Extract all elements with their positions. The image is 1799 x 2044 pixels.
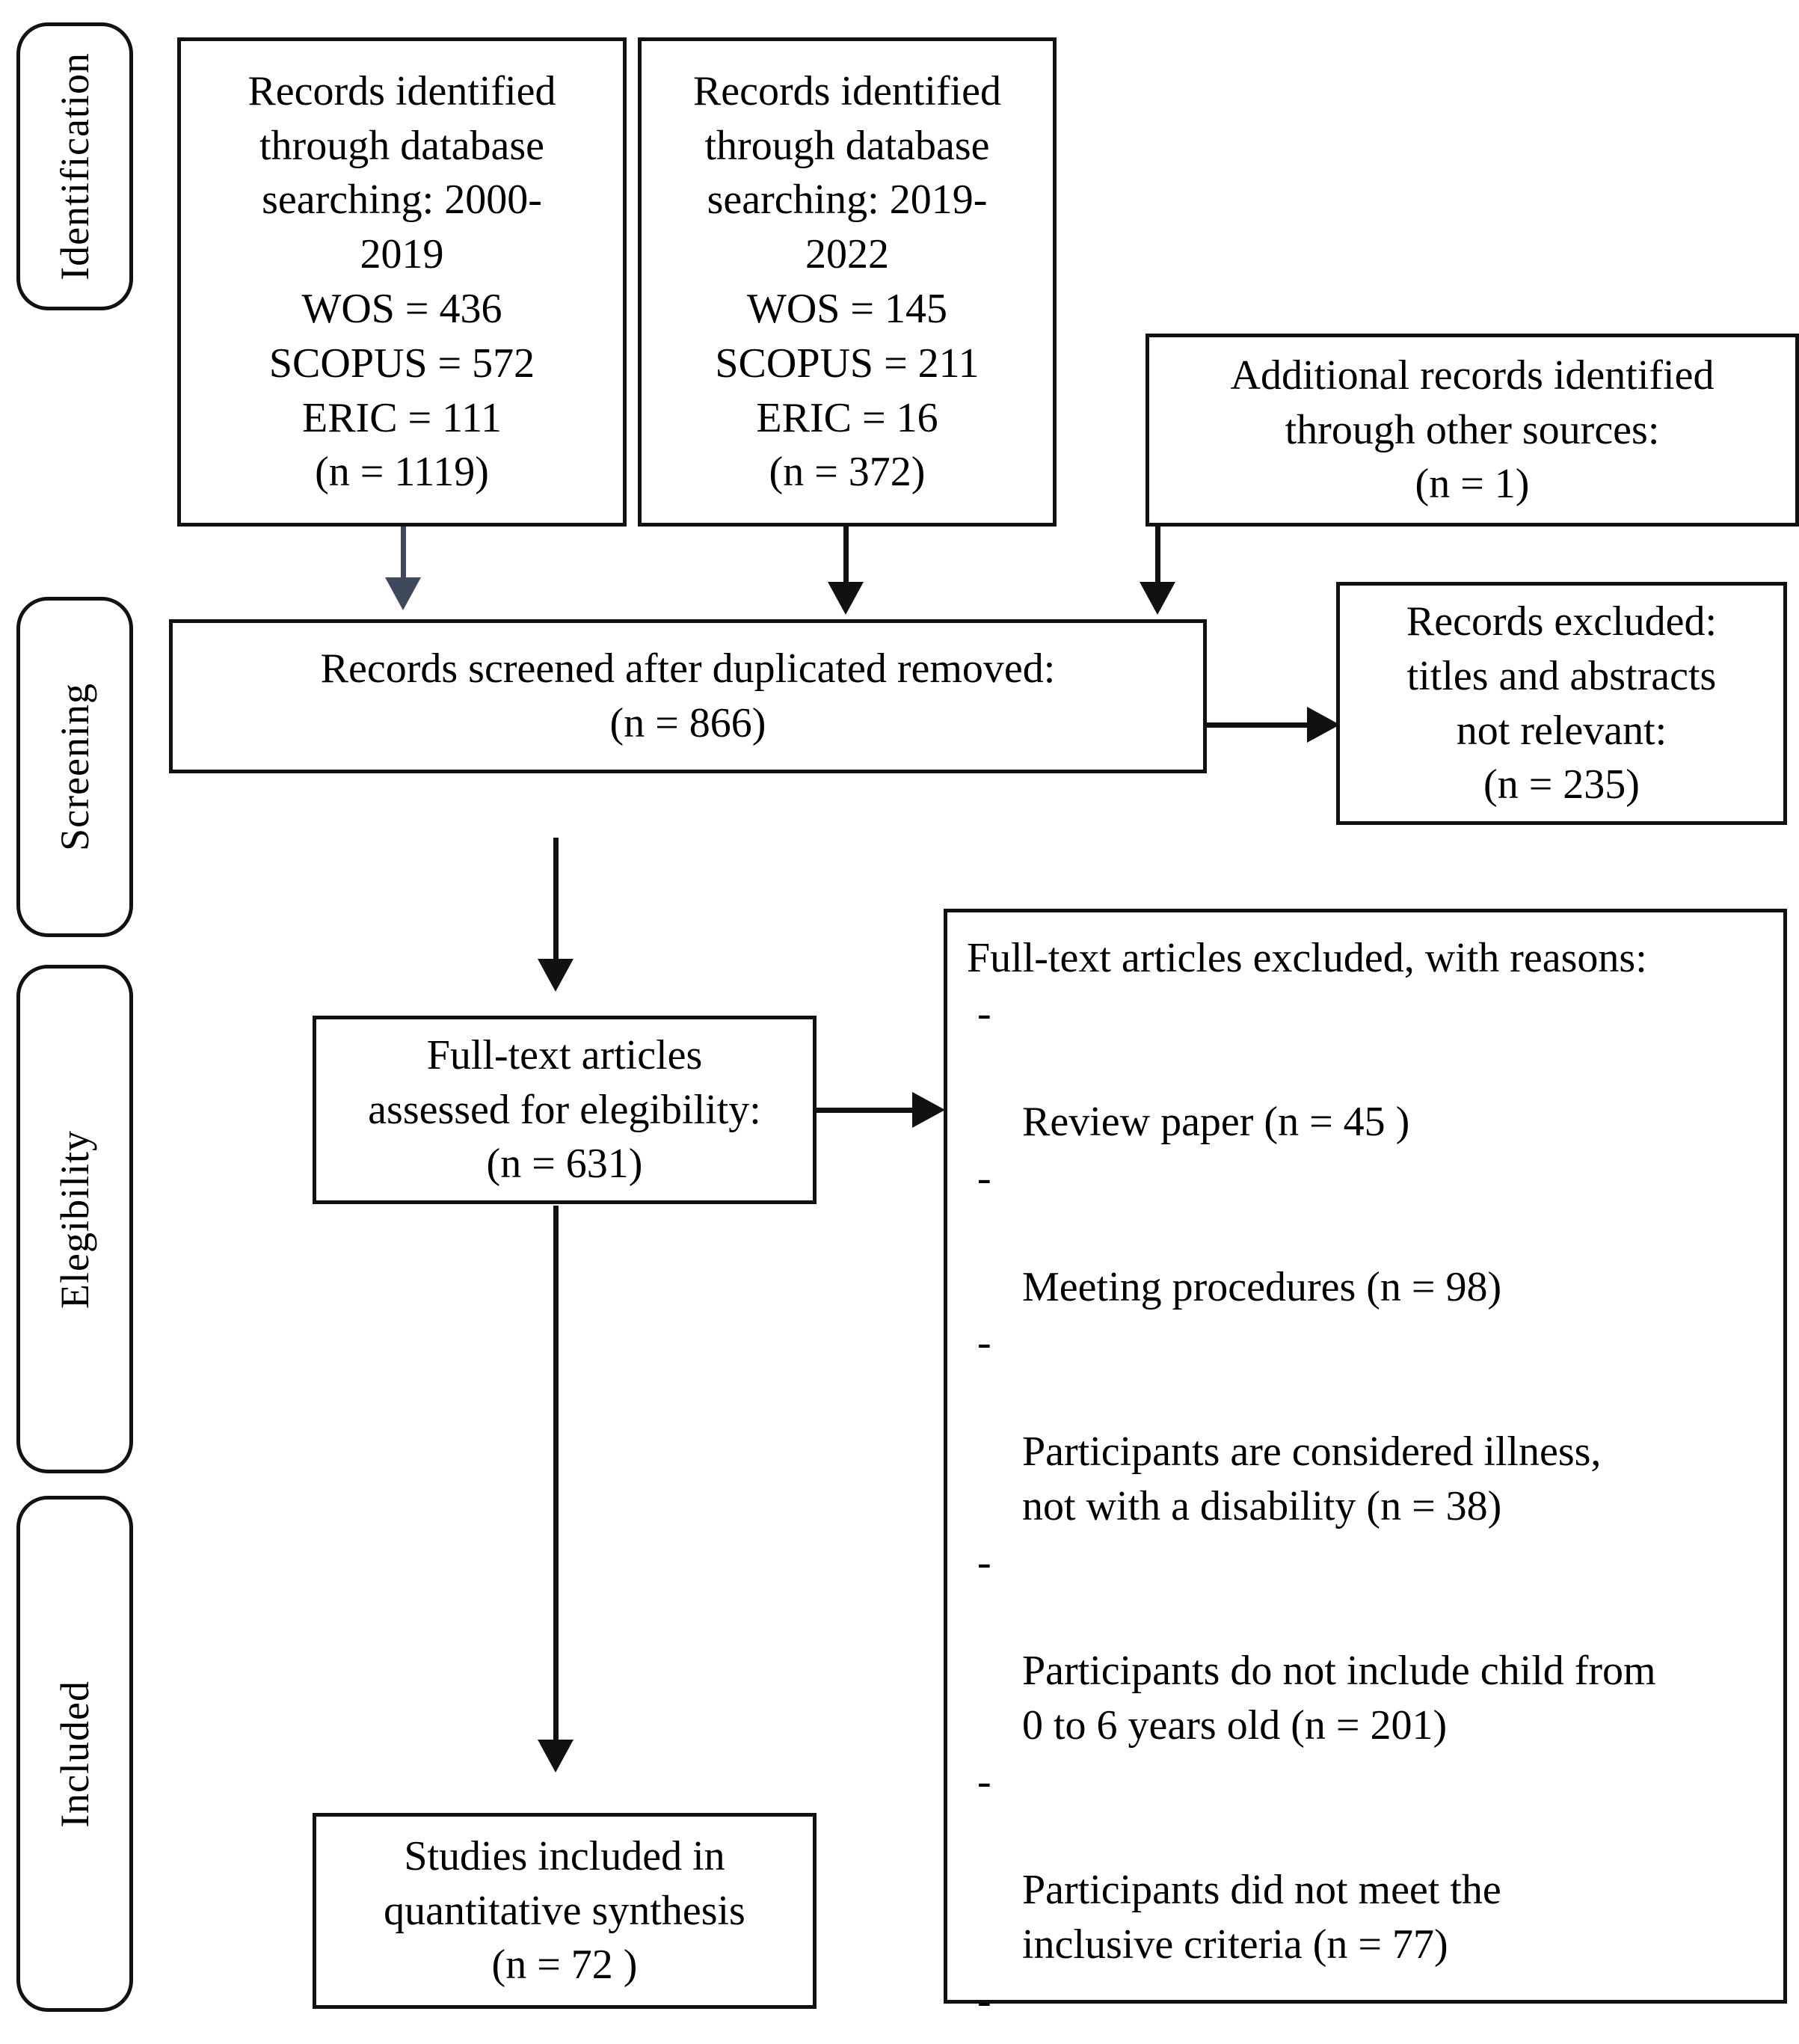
stage-label-identification-text: Identification bbox=[52, 52, 97, 280]
list-item-text: Meeting procedures (n = 98) bbox=[1022, 1263, 1502, 1310]
box-exclusion-reasons: Full-text articles excluded, with reason… bbox=[944, 909, 1787, 2024]
box-database-search-2: Records identified through database sear… bbox=[638, 37, 1057, 527]
list-item: - Studies about QoL from only a member o… bbox=[967, 1974, 1767, 2044]
stage-label-identification: Identification bbox=[16, 22, 133, 310]
stage-label-included: Included bbox=[16, 1496, 133, 2012]
list-item: - Participants did not meet the inclusiv… bbox=[967, 1755, 1767, 1972]
list-dash: - bbox=[977, 1154, 991, 1201]
list-dash: - bbox=[977, 1538, 991, 1586]
exclusion-reasons-list: - Review paper (n = 45 ) - Meeting proce… bbox=[967, 986, 1767, 2044]
box-database-search-1: Records identified through database sear… bbox=[177, 37, 627, 527]
box-other-sources-text: Additional records identified through ot… bbox=[1230, 352, 1715, 508]
list-item: - Review paper (n = 45 ) bbox=[967, 986, 1767, 1150]
box-database-search-1-text: Records identified through database sear… bbox=[247, 67, 556, 496]
stage-label-included-text: Included bbox=[52, 1680, 97, 1828]
stage-label-screening-text: Screening bbox=[52, 683, 97, 851]
list-item: - Participants do not include child from… bbox=[967, 1535, 1767, 1753]
list-item-text: Participants did not meet the inclusive … bbox=[1022, 1867, 1501, 1968]
box-records-excluded: Records excluded: titles and abstracts n… bbox=[1336, 582, 1787, 825]
stage-label-screening: Screening bbox=[16, 597, 133, 937]
list-item: - Participants are considered illness, n… bbox=[967, 1316, 1767, 1533]
list-dash: - bbox=[977, 1758, 991, 1805]
box-records-screened-text: Records screened after duplicated remove… bbox=[320, 645, 1056, 746]
exclusion-reasons-title: Full-text articles excluded, with reason… bbox=[967, 935, 1647, 981]
box-fulltext-assessed: Full-text articles assessed for elegibil… bbox=[313, 1016, 817, 1204]
stage-label-eligibility-text: Elegibility bbox=[52, 1129, 97, 1309]
stage-label-eligibility: Elegibility bbox=[16, 965, 133, 1473]
list-item-text: Participants are considered illness, not… bbox=[1022, 1428, 1602, 1529]
box-studies-included: Studies included in quantitative synthes… bbox=[313, 1813, 817, 2009]
box-studies-included-text: Studies included in quantitative synthes… bbox=[384, 1832, 745, 1989]
list-dash: - bbox=[977, 1319, 991, 1366]
list-dash: - bbox=[977, 989, 991, 1037]
list-dash: - bbox=[977, 1977, 991, 2024]
box-fulltext-assessed-text: Full-text articles assessed for elegibil… bbox=[368, 1031, 761, 1188]
list-item-text: Participants do not include child from 0… bbox=[1022, 1648, 1656, 1749]
box-records-screened: Records screened after duplicated remove… bbox=[169, 619, 1207, 773]
list-item: - Meeting procedures (n = 98) bbox=[967, 1151, 1767, 1314]
box-database-search-2-text: Records identified through database sear… bbox=[692, 67, 1002, 496]
box-records-excluded-text: Records excluded: titles and abstracts n… bbox=[1406, 598, 1717, 808]
box-other-sources: Additional records identified through ot… bbox=[1145, 334, 1799, 527]
list-item-text: Review paper (n = 45 ) bbox=[1022, 1099, 1410, 1146]
